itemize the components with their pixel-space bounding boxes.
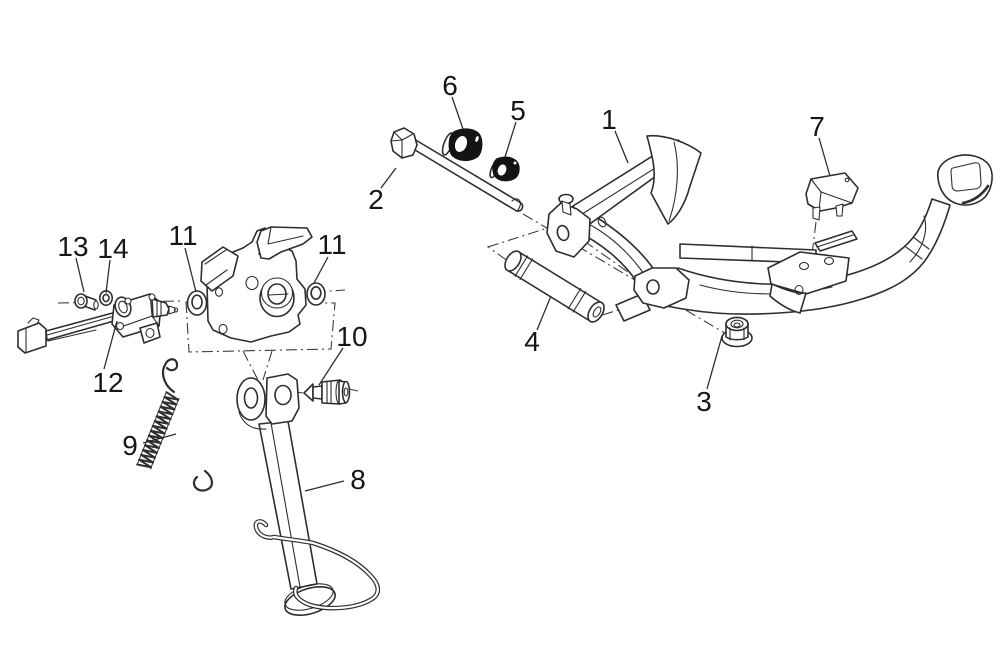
side-stand-leg	[258, 420, 318, 590]
clevis-drop-line-left	[242, 350, 259, 381]
part-callout-2: 2	[368, 184, 384, 215]
clevis-drop-line-right	[262, 350, 273, 381]
part-callout-4: 4	[524, 326, 540, 357]
switch-connector	[17, 322, 47, 354]
callout-leader-4	[536, 295, 552, 331]
callout-leader-7	[818, 137, 831, 177]
callout-leader-14	[105, 259, 111, 294]
bushing-large	[441, 128, 483, 162]
washer-left	[186, 290, 208, 316]
callout-leader-13	[75, 257, 85, 293]
bracket-blade	[256, 226, 313, 260]
stand-foot-plate	[646, 134, 702, 225]
part-callout-6: 6	[442, 70, 458, 101]
center-stand	[546, 134, 993, 322]
side-stand-switch	[17, 293, 179, 354]
rubber-buffer-pad	[805, 172, 859, 221]
part-callout-7: 7	[809, 111, 825, 142]
callout-leader-3	[706, 335, 723, 390]
part-callout-11b: 11	[317, 229, 346, 260]
spacer-roller	[504, 250, 605, 323]
callout-leader-10	[318, 347, 344, 386]
stand-mount-plate	[767, 251, 850, 295]
stand-pivot-lug-center	[633, 267, 690, 309]
callout-leader-8	[304, 480, 345, 492]
callout-leader-1	[614, 130, 629, 164]
switch-cable	[45, 310, 122, 341]
part-callout-8: 8	[350, 464, 366, 495]
part-callout-14: 14	[97, 233, 128, 264]
bracket-reference-box	[185, 301, 336, 353]
part-callout-3: 3	[696, 386, 712, 417]
callout-leader-12	[103, 320, 118, 370]
callout-leader-6	[451, 96, 464, 130]
bushing-small	[489, 156, 520, 182]
part-callout-1: 1	[601, 104, 617, 135]
side-stand	[236, 373, 381, 616]
part-callout-9: 9	[122, 430, 138, 461]
part-callout-11a: 11	[168, 220, 197, 251]
stand-mount-gusset	[769, 283, 807, 314]
callout-leader-5	[504, 121, 517, 158]
part-callout-12: 12	[92, 367, 123, 398]
part-callout-5: 5	[510, 95, 526, 126]
callout-leader-9	[142, 433, 177, 444]
stand-pivot-bolt	[390, 127, 524, 212]
switch-ear	[139, 322, 161, 344]
screw	[74, 293, 99, 311]
mount-bracket-reference	[200, 226, 313, 343]
side-stand-pivot-bolt	[303, 379, 351, 405]
callout-leader-11b	[313, 256, 329, 284]
part-callout-10: 10	[336, 321, 367, 352]
foot-lever-rubber	[936, 154, 993, 206]
pivot10-axis-right	[348, 388, 359, 392]
part-callout-13: 13	[57, 231, 88, 262]
flanged-lock-nut	[721, 316, 753, 348]
callout-leader-11a	[184, 247, 197, 293]
washer-right	[306, 282, 326, 306]
callout-leader-2	[380, 167, 397, 189]
return-spring	[136, 358, 213, 492]
pad-drop-line	[810, 221, 817, 264]
bracket-wing	[200, 246, 239, 292]
